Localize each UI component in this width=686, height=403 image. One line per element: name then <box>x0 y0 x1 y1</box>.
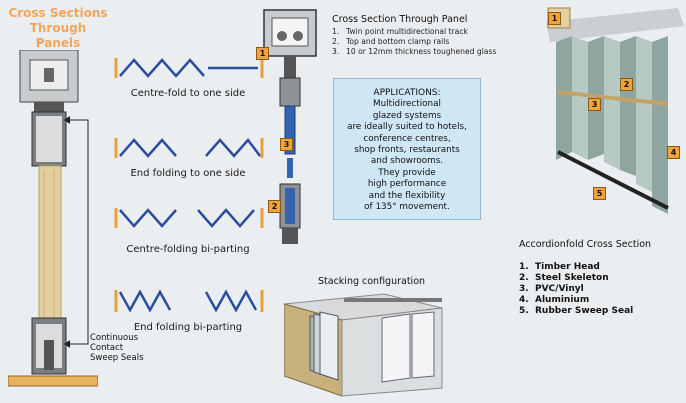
accordion-badge-5: 5 <box>593 187 606 200</box>
sweep-seal-label: Continuous Contact Sweep Seals <box>90 333 144 363</box>
accordion-badge-1: 1 <box>548 12 561 25</box>
list-item: 2.Top and bottom clamp rails <box>332 37 450 46</box>
fold-diagram-end-bi-parting <box>114 289 264 313</box>
section-badge-2: 2 <box>268 200 281 213</box>
list-item: 4.Aluminium <box>519 295 590 305</box>
section-badge-3: 3 <box>280 138 293 151</box>
list-item: 2.Steel Skeleton <box>519 273 609 283</box>
stacking-title: Stacking configuration <box>318 276 426 287</box>
fold-label-4: End folding bi-parting <box>133 322 243 333</box>
accordion-badge-4: 4 <box>667 146 680 159</box>
fold-label-2: End folding to one side <box>130 168 246 179</box>
accordion-badge-3: 3 <box>588 98 601 111</box>
list-item: 5.Rubber Sweep Seal <box>519 306 634 316</box>
list-item: 3.10 or 12mm thickness toughened glass <box>332 47 497 56</box>
section-badge-1: 1 <box>256 47 269 60</box>
list-item: 1.Timber Head <box>519 262 600 272</box>
glass-panel-section-drawing <box>263 9 317 244</box>
fold-diagram-centre-bi-parting <box>114 208 264 228</box>
list-item: 3.PVC/Vinyl <box>519 284 584 294</box>
fold-diagram-end-one-side <box>114 138 264 158</box>
vertical-panel-section-drawing <box>8 50 98 387</box>
applications-box: APPLICATIONS: Multidirectional glazed sy… <box>333 78 481 220</box>
accordion-list: 1.Timber Head 2.Steel Skeleton 3.PVC/Vin… <box>519 262 633 317</box>
fold-label-1: Centre-fold to one side <box>130 88 246 99</box>
title-line-1: Cross Sections <box>8 6 108 20</box>
title-line-2: Through Panels <box>29 21 87 50</box>
page-title: Cross Sections Through Panels <box>8 6 108 51</box>
stacking-illustration <box>284 293 443 397</box>
accordion-fold-illustration <box>546 7 684 214</box>
cross-section-list: 1.Twin point multidirectional track 2.To… <box>332 27 496 57</box>
accordion-badge-2: 2 <box>620 78 633 91</box>
list-item: 1.Twin point multidirectional track <box>332 27 468 36</box>
top-clamp <box>34 102 64 112</box>
applications-title: APPLICATIONS: <box>373 88 441 98</box>
fold-label-3: Centre-folding bi-parting <box>126 244 250 255</box>
seal-arrow <box>66 119 89 345</box>
fold-diagram-centre-one-side <box>114 58 264 78</box>
cross-section-title: Cross Section Through Panel <box>332 14 468 25</box>
accordion-title: Accordionfold Cross Section <box>519 239 652 250</box>
floor <box>8 375 98 387</box>
